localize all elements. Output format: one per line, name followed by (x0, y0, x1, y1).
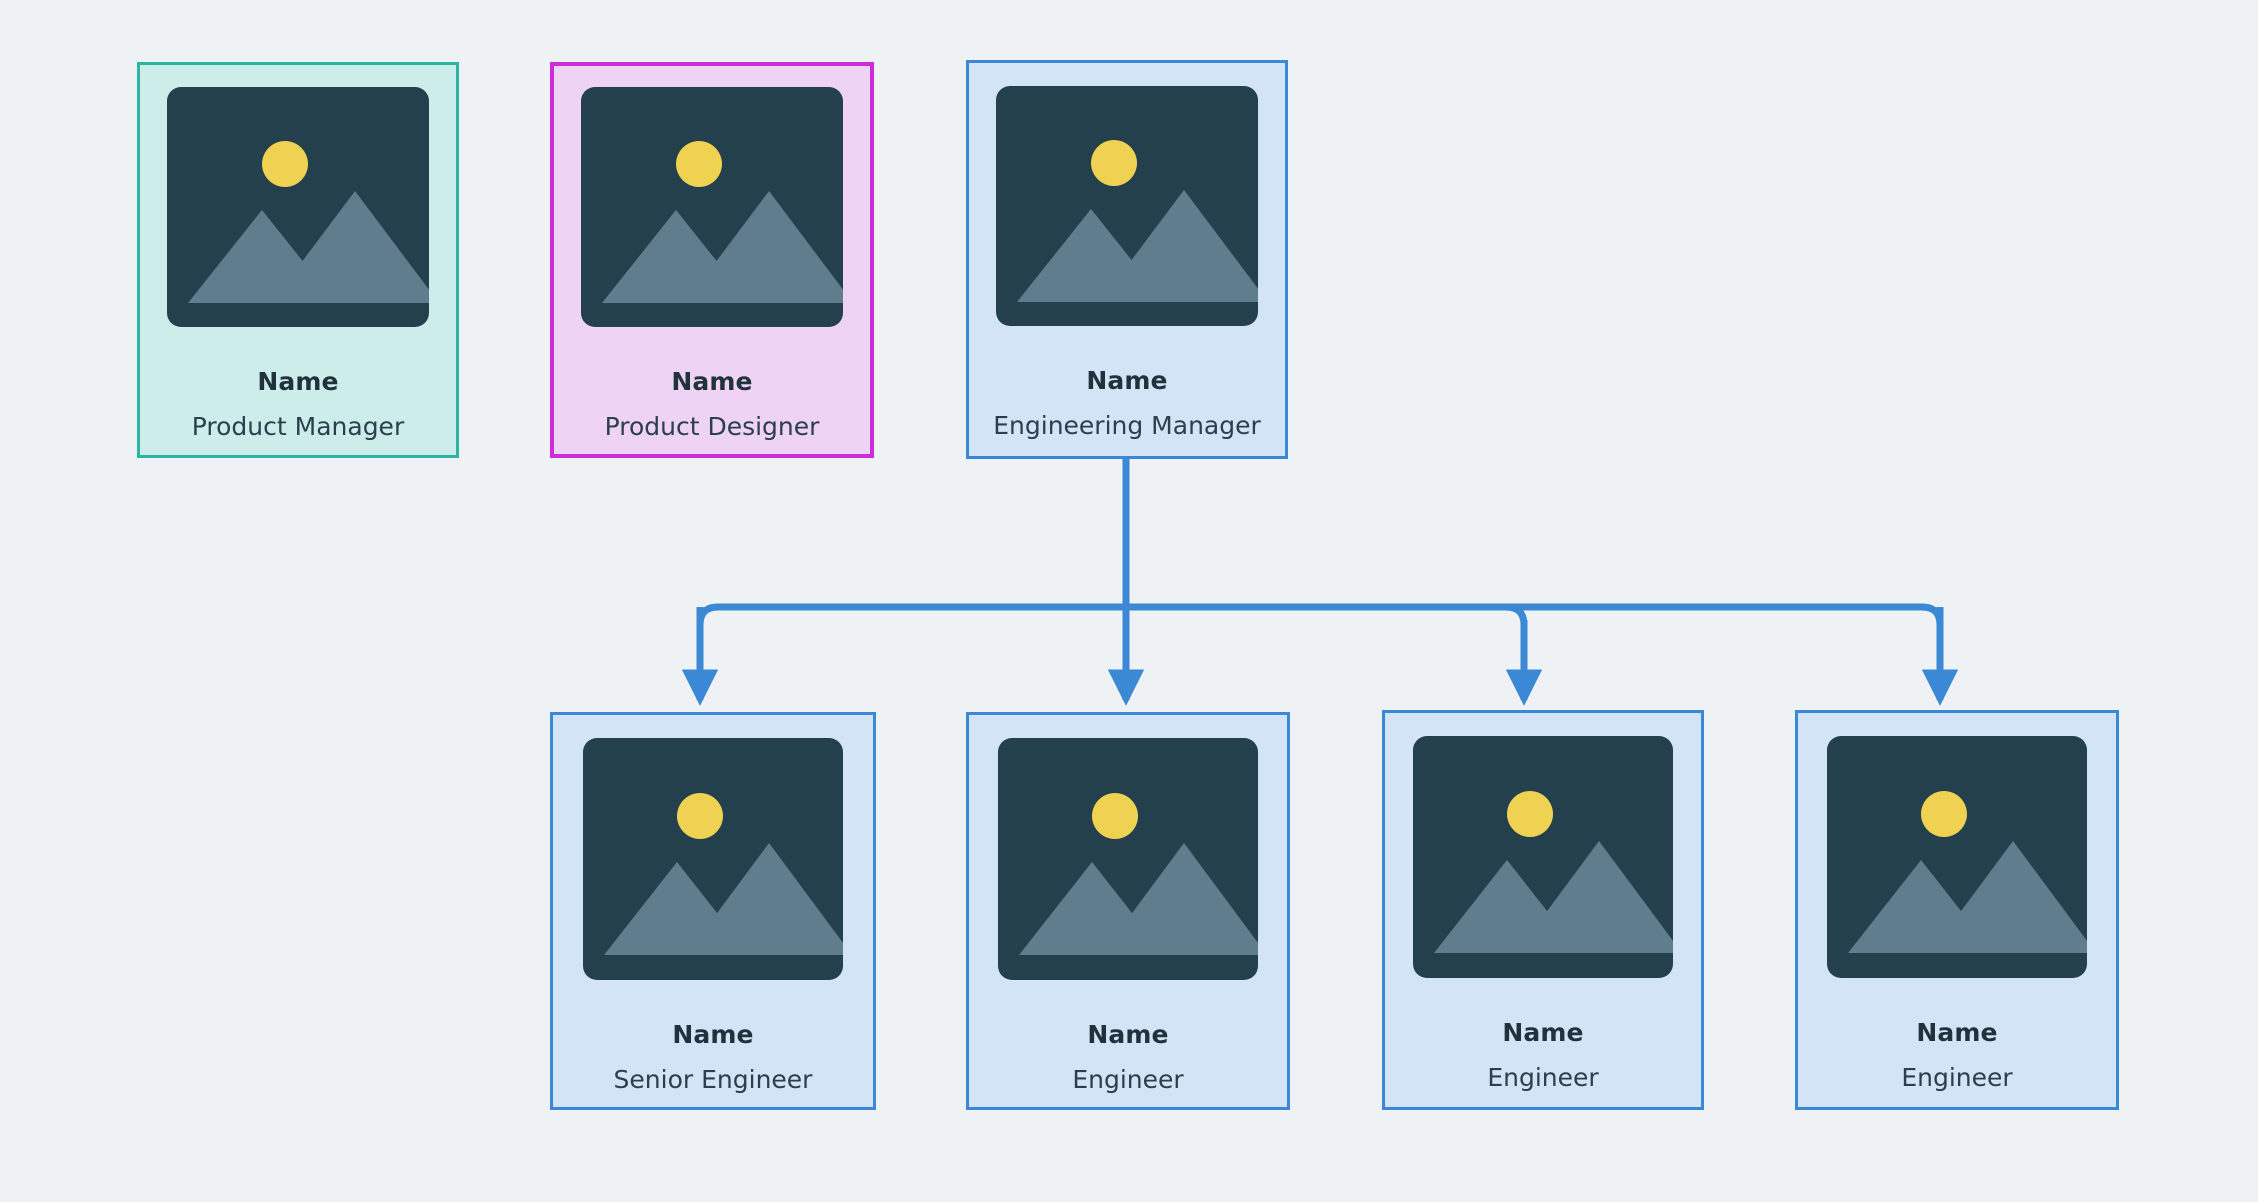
connector-bus (696, 603, 1944, 700)
node-role: Senior Engineer (613, 1065, 813, 1094)
node-card-engineer-1[interactable]: Name Engineer (966, 712, 1290, 1110)
connector-drop-engineer-2 (1506, 603, 1524, 700)
image-placeholder-icon (581, 87, 843, 327)
sun-icon (1507, 791, 1553, 837)
sun-icon (1921, 791, 1967, 837)
image-placeholder-icon (996, 86, 1258, 326)
node-card-engineering-manager[interactable]: Name Engineering Manager (966, 60, 1288, 459)
node-role: Product Designer (604, 412, 820, 441)
node-role: Engineering Manager (993, 411, 1261, 440)
node-name: Name (1916, 1018, 1998, 1047)
sun-icon (676, 141, 722, 187)
node-card-senior-engineer[interactable]: Name Senior Engineer (550, 712, 876, 1110)
node-role: Product Manager (191, 412, 405, 441)
image-placeholder-icon (167, 87, 429, 327)
mountain-right-icon (1101, 843, 1258, 955)
node-role: Engineer (1487, 1063, 1599, 1092)
mountain-right-icon (1516, 841, 1673, 953)
image-placeholder-icon (998, 738, 1258, 980)
node-name: Name (672, 1020, 754, 1049)
node-card-product-manager[interactable]: Name Product Manager (137, 62, 459, 458)
node-name: Name (1086, 366, 1168, 395)
sun-icon (1091, 140, 1137, 186)
node-card-engineer-3[interactable]: Name Engineer (1795, 710, 2119, 1110)
image-placeholder-icon (1413, 736, 1673, 978)
node-name: Name (671, 367, 753, 396)
node-role: Engineer (1901, 1063, 2013, 1092)
mountain-right-icon (1930, 841, 2087, 953)
node-name: Name (1087, 1020, 1169, 1049)
mountain-right-icon (685, 191, 843, 303)
node-name: Name (1502, 1018, 1584, 1047)
node-card-engineer-2[interactable]: Name Engineer (1382, 710, 1704, 1110)
sun-icon (677, 793, 723, 839)
mountain-right-icon (271, 191, 429, 303)
sun-icon (1092, 793, 1138, 839)
node-role: Engineer (1072, 1065, 1184, 1094)
image-placeholder-icon (1827, 736, 2087, 978)
node-name: Name (257, 367, 339, 396)
image-placeholder-icon (583, 738, 843, 980)
mountain-right-icon (1100, 190, 1258, 302)
sun-icon (262, 141, 308, 187)
node-card-product-designer[interactable]: Name Product Designer (550, 62, 874, 458)
mountain-right-icon (686, 843, 843, 955)
